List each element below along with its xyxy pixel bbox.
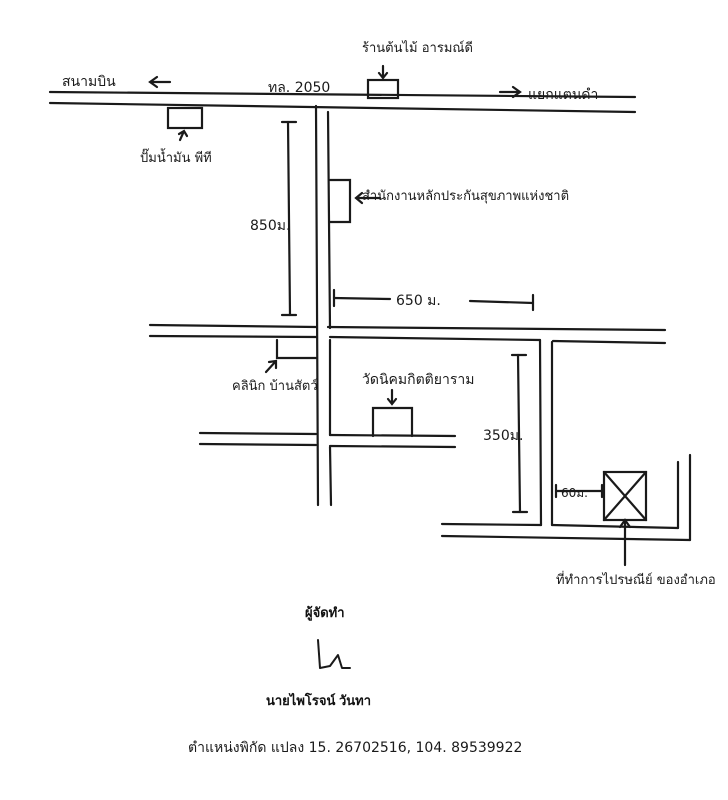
label-insurance-office: สำนักงานหลักประกันสุขภาพแห่งชาติ xyxy=(362,189,569,204)
label-dist-60: 60ม. xyxy=(561,486,588,500)
lower-road-right-edge xyxy=(328,445,333,507)
dist-350-line xyxy=(516,353,522,514)
label-dist-350: 350ม. xyxy=(483,428,523,444)
label-gas-station: ปั๊มน้ำมัน พีที xyxy=(140,148,212,166)
insurance-office-box xyxy=(328,178,352,224)
destination-cross-b xyxy=(602,470,648,522)
cross-road-1-top-left xyxy=(148,323,318,329)
coordinates-text: ตำแหน่งพิกัด แปลง 15. 26702516, 104. 895… xyxy=(188,740,522,756)
arrow-destination xyxy=(618,518,632,567)
cross-road-2-top-right xyxy=(328,433,457,438)
label-top-shop-line1: ร้านต้นไม้ อารมณ์ดี xyxy=(362,40,473,56)
cross-road-1-top-right xyxy=(326,325,667,332)
main-road-left-edge xyxy=(314,104,320,507)
arrow-gas-station xyxy=(177,129,189,142)
cross-road-1-bottom-far-right xyxy=(551,339,667,345)
bottom-road-bottom-edge xyxy=(440,534,692,542)
arrow-junction xyxy=(498,85,522,99)
label-junction: แยกแตนดำ xyxy=(528,87,598,103)
top-shop-box xyxy=(366,78,400,100)
maker-name: นายไพโรจน์ วันทา xyxy=(266,692,371,708)
label-temple: วัดนิคมกิตติยาราม xyxy=(362,372,474,388)
arrow-airport xyxy=(148,75,172,89)
cross-road-2-bottom-left xyxy=(198,442,318,447)
highway-road-bottom-edge xyxy=(48,101,637,114)
arrow-temple xyxy=(386,388,398,406)
bottom-road-top-left xyxy=(440,522,543,527)
label-destination: ที่ทำการไปรษณีย์ ของอำเภอ xyxy=(556,571,716,588)
dist-650-line-left xyxy=(332,296,392,301)
label-dist-850: 850ม. xyxy=(250,218,290,234)
side-road-left-edge xyxy=(538,338,543,527)
arrow-clinic xyxy=(264,359,278,374)
highway-road-top-edge xyxy=(48,90,637,99)
cross-road-1-bottom-right xyxy=(328,335,542,342)
dist-650-line-right xyxy=(468,299,535,305)
label-highway: ทล. 2050 xyxy=(268,80,330,96)
bottom-road-top-right xyxy=(550,523,680,530)
main-road-right-edge xyxy=(326,110,332,330)
signature xyxy=(317,639,351,669)
arrow-top-shop xyxy=(377,64,389,80)
maker-label: ผู้จัดทำ xyxy=(305,605,345,621)
label-airport: สนามบิน xyxy=(62,74,116,90)
temple-box xyxy=(371,406,414,438)
label-dist-650: 650 ม. xyxy=(396,293,441,309)
cross-road-2-bottom-right xyxy=(328,444,457,449)
gas-station-box xyxy=(166,106,204,130)
dist-850-line xyxy=(286,120,292,317)
label-clinic: คลินิก บ้านสัตว์ xyxy=(232,378,318,394)
clinic-box xyxy=(275,338,318,360)
cross-road-1-bottom-left xyxy=(148,334,318,339)
arrow-insurance-office xyxy=(354,191,382,205)
cross-road-2-top-left xyxy=(198,431,318,436)
